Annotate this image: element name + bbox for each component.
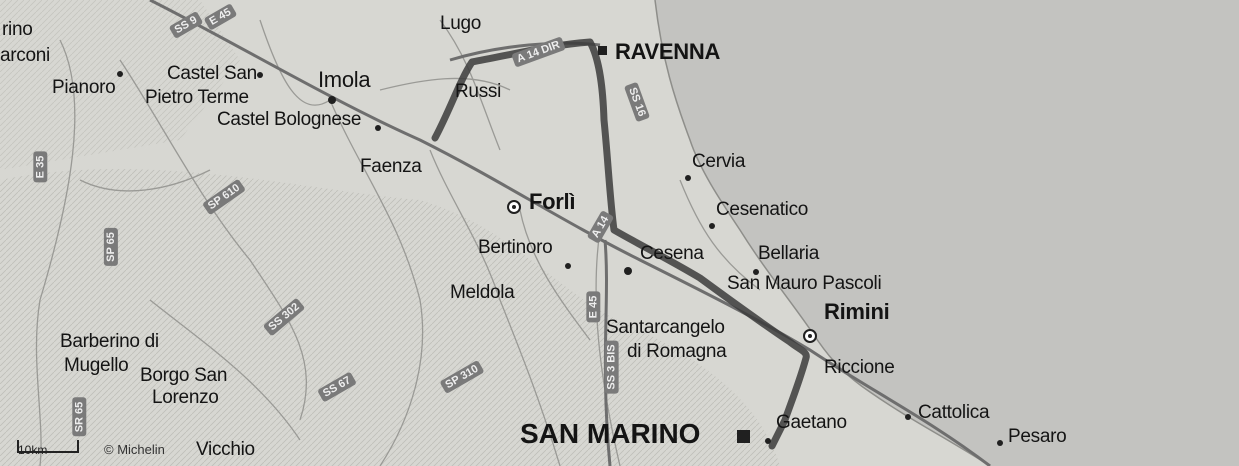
label-rino: rino	[2, 19, 33, 40]
label-riccione: Riccione	[824, 357, 895, 378]
label-cesenatico: Cesenatico	[716, 199, 809, 220]
map-credit: © Michelin	[104, 442, 165, 457]
label-cesena: Cesena	[640, 243, 704, 264]
label-santarcangelo-line1: Santarcangelo	[606, 317, 725, 338]
label-russi: Russi	[455, 81, 502, 102]
route-end-marker	[765, 438, 771, 444]
castel-san-marker	[257, 72, 263, 78]
scale-bar	[17, 440, 79, 453]
label-pesaro: Pesaro	[1008, 426, 1067, 447]
minor-roads	[35, 19, 761, 466]
label-borgo-line2: Lorenzo	[152, 387, 219, 408]
label-san-mauro-pascoli: San Mauro Pascoli	[727, 273, 882, 294]
pesaro-marker	[997, 440, 1003, 446]
road-shield: SP 65	[103, 228, 118, 266]
castel-bolognese-marker	[375, 125, 381, 131]
label-rimini: Rimini	[824, 299, 890, 324]
label-cervia: Cervia	[692, 151, 746, 172]
road-shield: E 45	[586, 291, 601, 323]
label-faenza: Faenza	[360, 156, 422, 177]
label-santarcangelo-line2: di Romagna	[627, 341, 727, 362]
label-castel-san-line2: Pietro Terme	[145, 87, 249, 108]
label-lugo: Lugo	[440, 13, 482, 34]
cattolica-marker	[905, 414, 911, 420]
label-imola: Imola	[318, 67, 371, 92]
imola-marker	[328, 96, 336, 104]
road-shield: SS 3 BIS	[604, 340, 619, 394]
label-borgo-line1: Borgo San	[140, 365, 228, 386]
label-ravenna: RAVENNA	[615, 39, 721, 64]
label-bellaria: Bellaria	[758, 243, 819, 264]
label-barberino-line1: Barberino di	[60, 331, 159, 352]
ravenna-marker	[598, 46, 607, 55]
hill-shading-north	[0, 0, 240, 170]
label-meldola: Meldola	[450, 282, 515, 303]
label-cattolica: Cattolica	[918, 402, 990, 423]
city-markers	[117, 46, 1003, 446]
label-castel-bolognese: Castel Bolognese	[217, 109, 362, 130]
adriatic-sea	[655, 0, 1239, 466]
label-bertinoro: Bertinoro	[478, 237, 553, 258]
label-gaetano: Gaetano	[776, 412, 847, 433]
coastline	[654, 0, 991, 466]
cesena-marker	[624, 267, 632, 275]
label-castel-san-line1: Castel San	[167, 63, 257, 84]
road-shield: SR 65	[72, 397, 87, 437]
road-shield: E 35	[33, 151, 48, 183]
cesenatico-marker	[709, 223, 715, 229]
bellaria-marker	[753, 269, 759, 275]
label-barberino-line2: Mugello	[64, 355, 129, 376]
label-arconi: arconi	[0, 45, 50, 66]
scale-label: 10km	[18, 443, 48, 457]
label-vicchio: Vicchio	[196, 439, 255, 460]
cervia-marker	[685, 175, 691, 181]
hill-shading	[0, 169, 780, 466]
pianoro-marker	[117, 71, 123, 77]
label-pianoro: Pianoro	[52, 77, 116, 98]
label-forli: Forlì	[529, 189, 576, 214]
bertinoro-marker	[565, 263, 571, 269]
label-san-marino: SAN MARINO	[520, 418, 701, 449]
san-marino-marker	[737, 430, 750, 443]
